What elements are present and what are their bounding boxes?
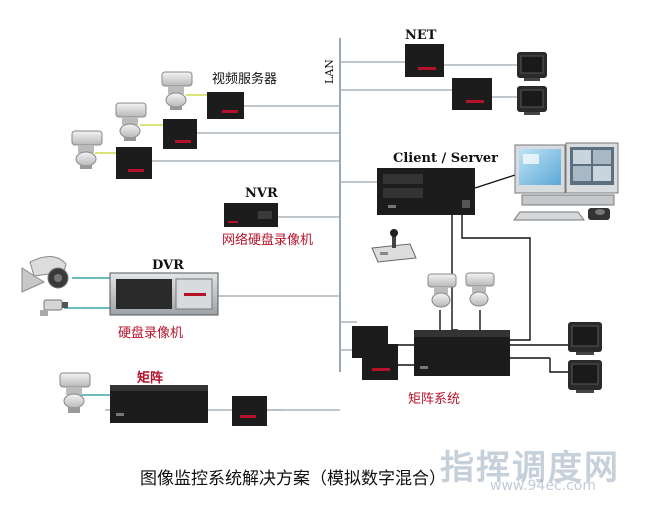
matrix-label: 矩阵 (137, 371, 164, 386)
nvr-label: NVR (245, 186, 278, 201)
bullet-camera-icon (40, 299, 68, 316)
dvr-label: DVR (152, 258, 184, 273)
video-server-device (116, 147, 152, 179)
client-server-label: Client / Server (393, 151, 498, 166)
camera-icon (465, 272, 495, 307)
monitor-icon (517, 52, 547, 81)
net-server-device (405, 44, 444, 77)
matrix-device (110, 385, 208, 423)
monitor-icon (517, 86, 547, 115)
watermark-url: www.94ec.com (490, 478, 596, 494)
watermark-text: 指挥调度网 (440, 448, 620, 488)
monitor-icon (568, 322, 602, 355)
camera-icon (71, 130, 103, 169)
nvr-cn-label: 网络硬盘录像机 (222, 233, 314, 248)
joystick-controller-icon (371, 229, 417, 263)
diagram-caption: 图像监控系统解决方案（模拟数字混合） (140, 469, 446, 489)
matrix-system-server-device (362, 344, 398, 380)
net-server-device (452, 78, 492, 110)
video-server-device (163, 119, 197, 149)
matrix-keyboard-device (232, 396, 267, 426)
camera-icon (427, 273, 457, 308)
camera-icon (115, 102, 147, 141)
net-label: NET (405, 28, 437, 43)
client-server-device (377, 168, 475, 215)
dome-camera-icon (21, 256, 69, 293)
monitor-icon (568, 360, 602, 393)
matrix-system-device (414, 330, 510, 376)
dvr-cables (64, 277, 110, 396)
camera-icon (59, 372, 91, 413)
dvr-device (109, 272, 219, 316)
net-monitor-links (444, 64, 517, 98)
lan-label: LAN (323, 59, 336, 84)
camera-cables (95, 94, 207, 154)
video-server-label: 视频服务器 (212, 72, 278, 87)
nvr-device (224, 203, 278, 227)
video-server-device (207, 92, 244, 119)
workstation-icon (513, 142, 619, 221)
dvr-cn-label: 硬盘录像机 (118, 326, 184, 341)
camera-icon (161, 71, 193, 110)
matrix-system-label: 矩阵系统 (408, 392, 461, 407)
server-workstation-link (474, 174, 516, 189)
